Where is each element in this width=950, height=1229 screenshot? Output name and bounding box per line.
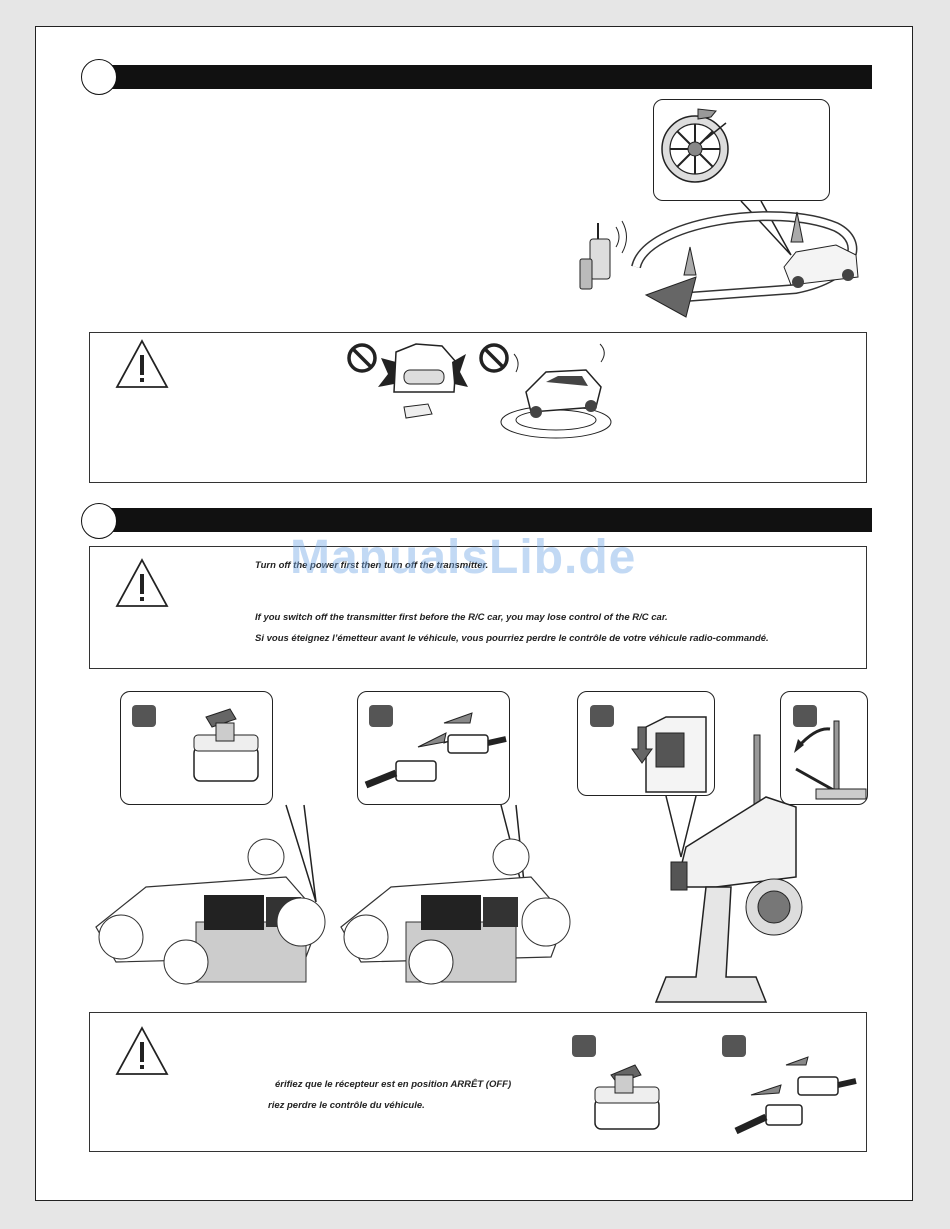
step-2-badge	[369, 705, 393, 727]
transmitter-illustration	[654, 734, 803, 1003]
wheel-illustration	[579, 108, 859, 318]
section-2-warning-partial: Turn off the power first then turn off t…	[255, 560, 489, 571]
antenna-icon	[794, 720, 867, 800]
car-crash-illustration	[378, 343, 468, 419]
section-2-warning-english: If you switch off the transmitter first …	[255, 612, 668, 623]
section-2-number-circle	[81, 503, 117, 539]
cone-icon	[790, 211, 804, 243]
connector-icon	[734, 1056, 857, 1135]
warning-triangle-icon	[115, 558, 169, 607]
warning-triangle-icon	[115, 339, 169, 388]
chassis-illustration-1	[95, 804, 326, 985]
section-1-number-circle	[81, 59, 117, 95]
section-3-warning-french-line1: érifiez que le récepteur est en position…	[275, 1079, 512, 1090]
step-1-badge	[132, 705, 156, 727]
watermark: ManualsLib.de	[290, 531, 637, 584]
connector-icon	[364, 712, 507, 789]
receiver-switch-icon	[193, 708, 259, 782]
step-badge-receiver	[572, 1035, 596, 1057]
section-2-warning-french: Si vous éteignez l’émetteur avant le véh…	[255, 633, 769, 644]
chassis-illustration-2	[340, 804, 571, 985]
car-water-illustration	[500, 343, 612, 439]
section-2-warning-box	[89, 546, 867, 669]
manual-page: Turn off the power first then turn off t…	[35, 26, 913, 1201]
prohibited-icon	[479, 343, 509, 373]
wheel-icon	[661, 108, 729, 183]
cone-icon	[683, 246, 697, 276]
section-2-header-bar	[100, 508, 872, 532]
section-1-warning-box	[89, 332, 867, 483]
car-icon	[783, 244, 859, 288]
transmitter-switch-icon	[631, 716, 707, 793]
section-3-warning-french-line2: riez perdre le contrôle du véhicule.	[268, 1100, 425, 1111]
warning-triangle-icon	[115, 1026, 169, 1075]
step-4-badge	[793, 705, 817, 727]
receiver-switch-icon	[594, 1064, 660, 1130]
step-badge-connector	[722, 1035, 746, 1057]
prohibited-icon	[347, 343, 377, 373]
transmitter-icon	[579, 220, 627, 290]
section-1-header-bar	[100, 65, 872, 89]
step-3-badge	[590, 705, 614, 727]
